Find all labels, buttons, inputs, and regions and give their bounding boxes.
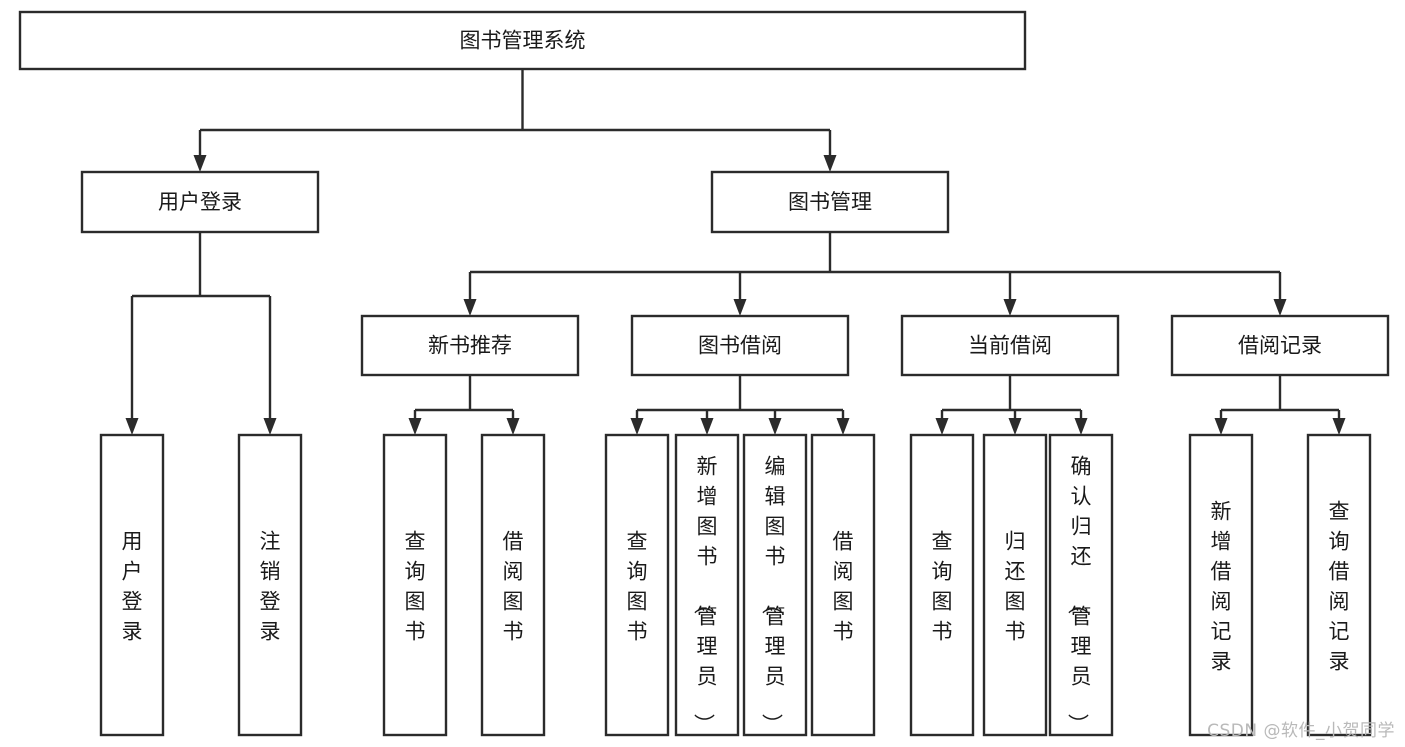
node-label-book-borrow: 图书借阅	[698, 334, 782, 358]
node-borrow-record[interactable]: 借阅记录	[1170, 314, 1390, 377]
node-leaf-query-book-3[interactable]: 查询图书	[909, 433, 975, 737]
node-leaf-return-book[interactable]: 归还图书	[982, 433, 1048, 737]
arrow-head	[408, 418, 422, 435]
node-label-leaf-borrow-book-2: 借阅图书	[833, 529, 854, 643]
node-box-leaf-user-login[interactable]	[99, 433, 165, 737]
arrow-head	[823, 155, 837, 172]
node-box-book-manage[interactable]	[710, 170, 950, 234]
node-label-leaf-add-book-admin: 新增图书（管理员）	[692, 454, 718, 734]
node-box-user-login[interactable]	[80, 170, 320, 234]
node-label-leaf-user-login: 用户登录	[122, 529, 143, 643]
node-leaf-confirm-return-admin[interactable]: 确认归还（管理员）	[1048, 433, 1114, 737]
node-label-book-manage: 图书管理	[788, 190, 872, 214]
node-box-leaf-query-book-3[interactable]	[909, 433, 975, 737]
node-box-leaf-logout-login[interactable]	[237, 433, 303, 737]
arrow-head	[263, 418, 277, 435]
node-box-current-borrow[interactable]	[900, 314, 1120, 377]
node-box-leaf-query-book-1[interactable]	[382, 433, 448, 737]
arrow-head	[463, 299, 477, 316]
node-box-borrow-record[interactable]	[1170, 314, 1390, 377]
node-box-new-book-recommend[interactable]	[360, 314, 580, 377]
node-label-leaf-confirm-return-admin: 确认归还（管理员）	[1066, 454, 1092, 734]
node-box-leaf-add-borrow-record[interactable]	[1188, 433, 1254, 737]
arrow-head	[193, 155, 207, 172]
arrow-head	[125, 418, 139, 435]
node-leaf-add-book-admin[interactable]: 新增图书（管理员）	[674, 433, 740, 737]
node-box-book-borrow[interactable]	[630, 314, 850, 377]
connector-group-new-book-recommend	[408, 375, 520, 435]
node-label-leaf-logout-login: 注销登录	[260, 529, 281, 643]
node-box-leaf-add-book-admin[interactable]	[674, 433, 740, 737]
node-user-login[interactable]: 用户登录	[80, 170, 320, 234]
node-label-leaf-borrow-book-1: 借阅图书	[503, 529, 524, 643]
node-box-leaf-confirm-return-admin[interactable]	[1048, 433, 1114, 737]
connector-group-book-manage	[463, 232, 1287, 316]
node-leaf-query-book-2[interactable]: 查询图书	[604, 433, 670, 737]
node-leaf-user-login[interactable]: 用户登录	[99, 433, 165, 737]
node-box-leaf-borrow-book-2[interactable]	[810, 433, 876, 737]
node-label-leaf-edit-book-admin: 编辑图书（管理员）	[760, 454, 786, 734]
arrow-head	[1214, 418, 1228, 435]
node-label-leaf-query-borrow-record: 查询借阅记录	[1329, 499, 1350, 673]
connector-group-borrow-record	[1214, 375, 1346, 435]
node-box-leaf-query-borrow-record[interactable]	[1306, 433, 1372, 737]
connector-group-book-borrow	[630, 375, 850, 435]
arrow-head	[1273, 299, 1287, 316]
node-label-leaf-return-book: 归还图书	[1005, 529, 1026, 643]
node-label-borrow-record: 借阅记录	[1238, 334, 1322, 358]
node-leaf-logout-login[interactable]: 注销登录	[237, 433, 303, 737]
connector-group-current-borrow	[935, 375, 1088, 435]
node-label-new-book-recommend: 新书推荐	[428, 334, 512, 358]
node-label-leaf-query-book-2: 查询图书	[627, 529, 648, 643]
node-book-manage[interactable]: 图书管理	[710, 170, 950, 234]
connector-group-user-login	[125, 232, 277, 435]
arrow-head	[768, 418, 782, 435]
arrow-head	[1008, 418, 1022, 435]
connector-group-root	[193, 69, 837, 172]
node-box-leaf-edit-book-admin[interactable]	[742, 433, 808, 737]
node-leaf-borrow-book-1[interactable]: 借阅图书	[480, 433, 546, 737]
arrow-head	[1003, 299, 1017, 316]
connectors-layer	[125, 69, 1346, 435]
node-label-leaf-query-book-1: 查询图书	[405, 529, 426, 643]
node-label-leaf-add-borrow-record: 新增借阅记录	[1211, 499, 1232, 673]
node-leaf-edit-book-admin[interactable]: 编辑图书（管理员）	[742, 433, 808, 737]
node-current-borrow[interactable]: 当前借阅	[900, 314, 1120, 377]
node-box-leaf-return-book[interactable]	[982, 433, 1048, 737]
arrow-head	[506, 418, 520, 435]
node-leaf-query-borrow-record[interactable]: 查询借阅记录	[1306, 433, 1372, 737]
node-label-user-login: 用户登录	[158, 190, 242, 214]
arrow-head	[733, 299, 747, 316]
arrow-head	[935, 418, 949, 435]
node-label-root: 图书管理系统	[460, 29, 586, 53]
node-book-borrow[interactable]: 图书借阅	[630, 314, 850, 377]
node-leaf-query-book-1[interactable]: 查询图书	[382, 433, 448, 737]
arrow-head	[1074, 418, 1088, 435]
arrow-head	[630, 418, 644, 435]
nodes-layer: 图书管理系统用户登录图书管理新书推荐图书借阅当前借阅借阅记录用户登录注销登录查询…	[18, 10, 1390, 737]
arrow-head	[1332, 418, 1346, 435]
arrow-head	[700, 418, 714, 435]
node-box-leaf-borrow-book-1[interactable]	[480, 433, 546, 737]
node-leaf-add-borrow-record[interactable]: 新增借阅记录	[1188, 433, 1254, 737]
node-root[interactable]: 图书管理系统	[18, 10, 1027, 71]
node-box-leaf-query-book-2[interactable]	[604, 433, 670, 737]
node-leaf-borrow-book-2[interactable]: 借阅图书	[810, 433, 876, 737]
node-new-book-recommend[interactable]: 新书推荐	[360, 314, 580, 377]
node-label-current-borrow: 当前借阅	[968, 334, 1052, 358]
arrow-head	[836, 418, 850, 435]
node-box-root[interactable]	[18, 10, 1027, 71]
node-label-leaf-query-book-3: 查询图书	[932, 529, 953, 643]
